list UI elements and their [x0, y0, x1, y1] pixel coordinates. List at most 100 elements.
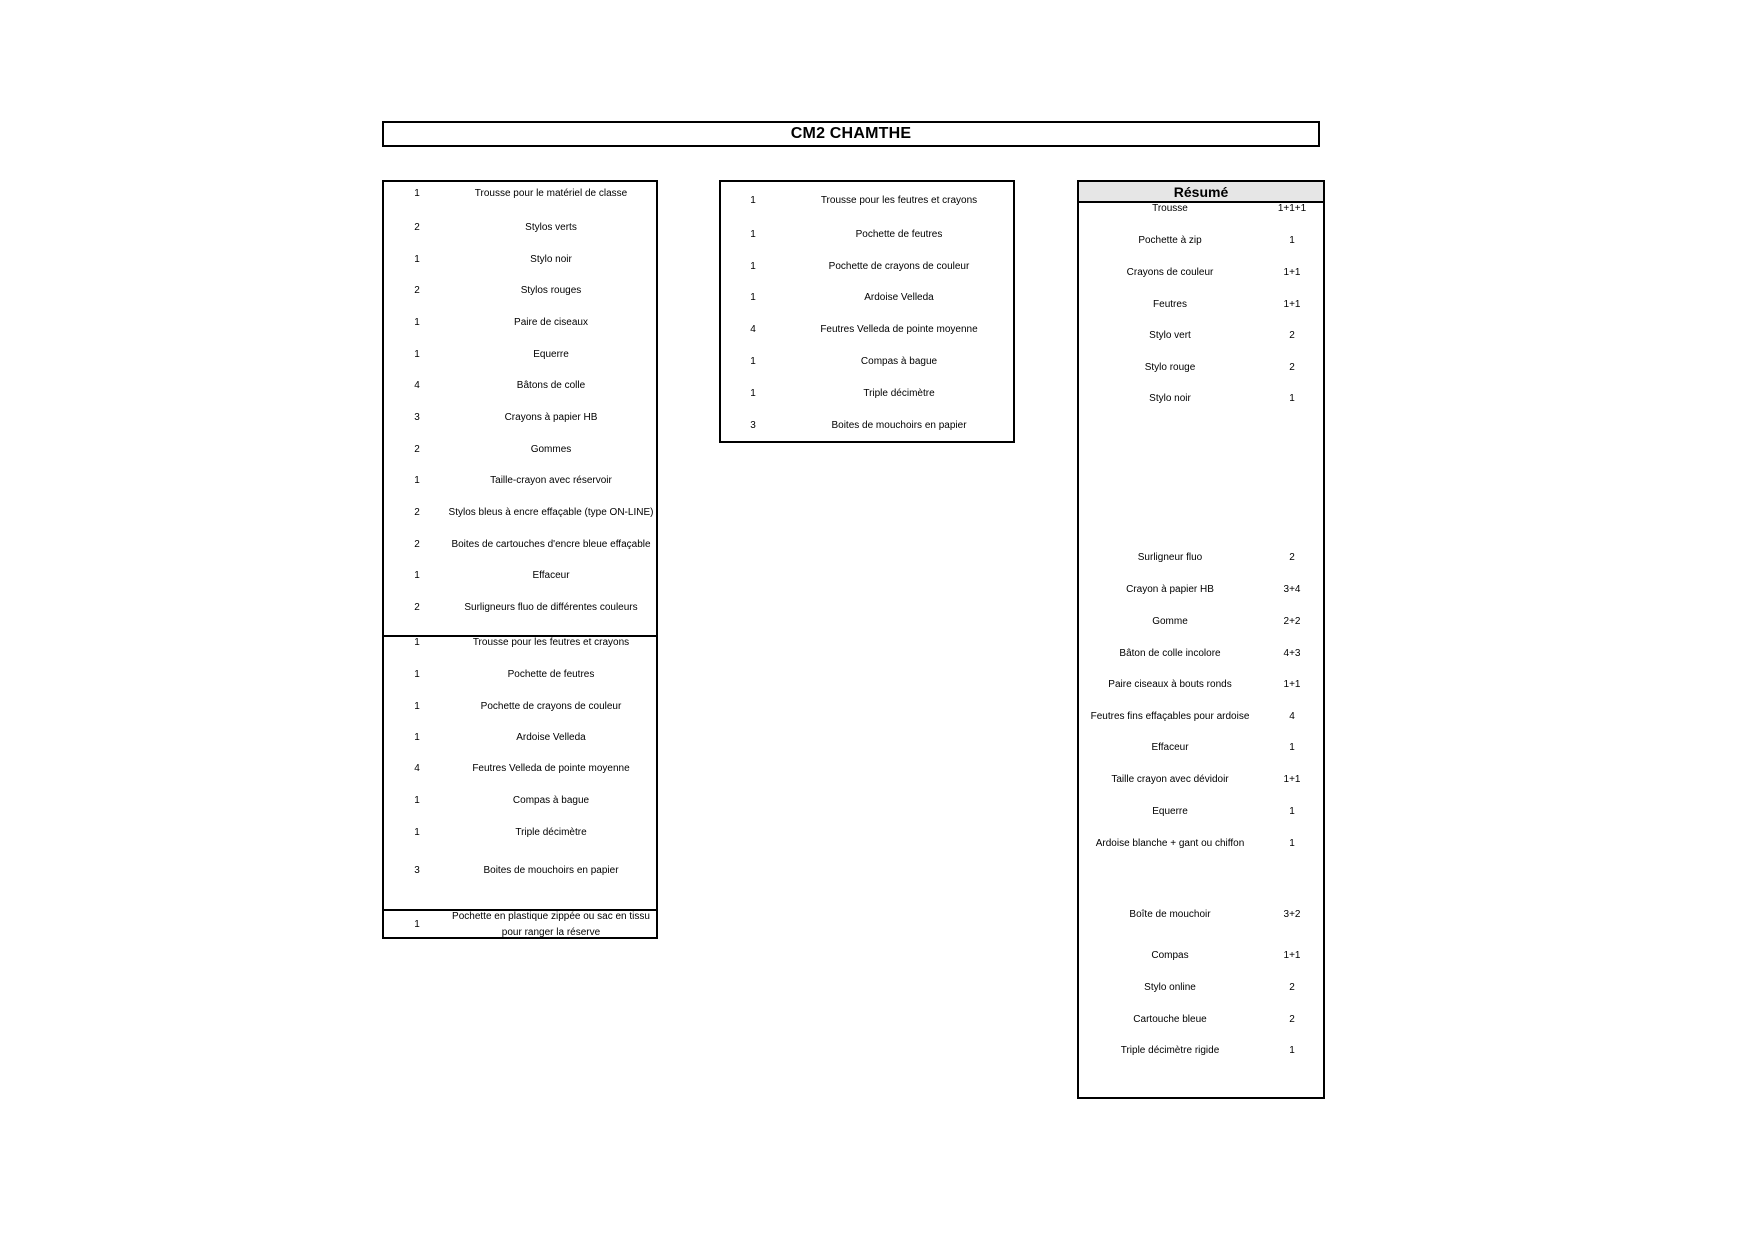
item-label: Stylo vert — [1149, 330, 1191, 341]
item-quantity: 2 — [414, 285, 420, 296]
item-quantity: 1 — [414, 732, 420, 743]
item-label: Taille-crayon avec réservoir — [490, 475, 612, 486]
item-label: Boites de cartouches d'encre bleue effaç… — [451, 539, 651, 550]
item-label: Feutres — [1153, 299, 1187, 310]
item-label: Triple décimètre — [863, 388, 935, 399]
item-label: Equerre — [1152, 806, 1188, 817]
item-label: Crayons à papier HB — [504, 412, 598, 423]
item-quantity: 1 — [1289, 838, 1295, 849]
item-quantity: 2 — [414, 507, 420, 518]
item-label: Surligneur fluo — [1137, 552, 1203, 563]
item-quantity: 1 — [414, 637, 420, 648]
item-quantity: 2 — [1289, 982, 1295, 993]
item-quantity: 1 — [1289, 742, 1295, 753]
item-label: Stylos bleus à encre effaçable (type ON-… — [448, 507, 654, 518]
item-quantity: 1 — [1289, 235, 1295, 246]
item-quantity: 1 — [414, 349, 420, 360]
item-label: Trousse — [1152, 203, 1188, 214]
item-quantity: 1 — [414, 254, 420, 265]
item-label: Stylo noir — [1149, 393, 1191, 404]
item-label: Stylo noir — [530, 254, 572, 265]
item-quantity: 4 — [414, 380, 420, 391]
item-label: Paire ciseaux à bouts ronds — [1108, 679, 1232, 690]
item-label: Boîte de mouchoir — [1129, 909, 1211, 920]
item-label: Bâtons de colle — [516, 380, 586, 391]
item-label: Triple décimètre rigide — [1120, 1045, 1220, 1056]
item-label: Pochette de crayons de couleur — [828, 261, 970, 272]
item-quantity: 2 — [414, 539, 420, 550]
item-quantity: 1+1 — [1283, 679, 1301, 690]
item-label: Cartouche bleue — [1133, 1014, 1207, 1025]
item-label: Pochette à zip — [1138, 235, 1202, 246]
item-label: Surligneurs fluo de différentes couleurs — [464, 602, 638, 613]
item-label: Trousse pour les feutres et crayons — [820, 195, 978, 206]
item-quantity: 1 — [750, 229, 756, 240]
item-label: Gommes — [530, 444, 572, 455]
item-label: Compas à bague — [512, 795, 590, 806]
item-label: Effaceur — [532, 570, 570, 581]
item-quantity: 2+2 — [1283, 616, 1301, 627]
item-quantity: 1+1 — [1283, 774, 1301, 785]
item-quantity: 4 — [750, 324, 756, 335]
item-quantity: 2 — [414, 602, 420, 613]
item-quantity: 1 — [414, 919, 420, 930]
item-quantity: 4+3 — [1283, 648, 1301, 659]
item-quantity: 1 — [750, 388, 756, 399]
item-label: Ardoise blanche + gant ou chiffon — [1095, 838, 1245, 849]
item-quantity: 1 — [414, 795, 420, 806]
item-quantity: 4 — [1289, 711, 1295, 722]
item-quantity: 2 — [1289, 552, 1295, 563]
item-quantity: 3 — [414, 412, 420, 423]
item-label: Ardoise Velleda — [516, 732, 586, 743]
item-quantity: 1 — [750, 261, 756, 272]
item-quantity: 1 — [414, 827, 420, 838]
item-quantity: 2 — [414, 444, 420, 455]
item-label: Gomme — [1152, 616, 1188, 627]
item-quantity: 2 — [1289, 330, 1295, 341]
item-quantity: 2 — [1289, 1014, 1295, 1025]
item-label: Triple décimètre — [515, 827, 587, 838]
item-label: Feutres fins effaçables pour ardoise — [1090, 711, 1250, 722]
item-quantity: 4 — [414, 763, 420, 774]
item-quantity: 3+4 — [1283, 584, 1301, 595]
item-label: Crayons de couleur — [1126, 267, 1214, 278]
item-label: Stylos rouges — [520, 285, 582, 296]
item-quantity: 1 — [414, 317, 420, 328]
item-quantity: 2 — [414, 222, 420, 233]
page-title: CM2 CHAMTHE — [382, 121, 1320, 147]
item-label: Boites de mouchoirs en papier — [483, 865, 619, 876]
item-quantity: 1 — [1289, 393, 1295, 404]
item-quantity: 2 — [1289, 362, 1295, 373]
item-label: Stylo rouge — [1144, 362, 1196, 373]
item-label: Stylos verts — [525, 222, 577, 233]
item-label: Taille crayon avec dévidoir — [1111, 774, 1229, 785]
item-quantity: 1 — [414, 669, 420, 680]
item-label: Crayon à papier HB — [1126, 584, 1214, 595]
item-quantity: 1+1+1 — [1277, 203, 1307, 214]
item-quantity: 1+1 — [1283, 299, 1301, 310]
item-quantity: 1 — [750, 195, 756, 206]
item-label: Feutres Velleda de pointe moyenne — [820, 324, 978, 335]
item-quantity: 1 — [1289, 1045, 1295, 1056]
item-label: Effaceur — [1151, 742, 1189, 753]
summary-header: Résumé — [1079, 182, 1323, 203]
item-label: Trousse pour les feutres et crayons — [472, 637, 630, 648]
item-quantity: 1 — [414, 475, 420, 486]
item-quantity: 1 — [414, 570, 420, 581]
item-label: Trousse pour le matériel de classe — [474, 188, 628, 199]
item-quantity: 3 — [414, 865, 420, 876]
item-label: Equerre — [533, 349, 569, 360]
item-quantity: 3+2 — [1283, 909, 1301, 920]
item-label: Paire de ciseaux — [514, 317, 588, 328]
item-label: Bâton de colle incolore — [1119, 648, 1221, 659]
item-label: Compas — [1151, 950, 1189, 961]
item-quantity: 1 — [414, 188, 420, 199]
item-quantity: 1 — [1289, 806, 1295, 817]
